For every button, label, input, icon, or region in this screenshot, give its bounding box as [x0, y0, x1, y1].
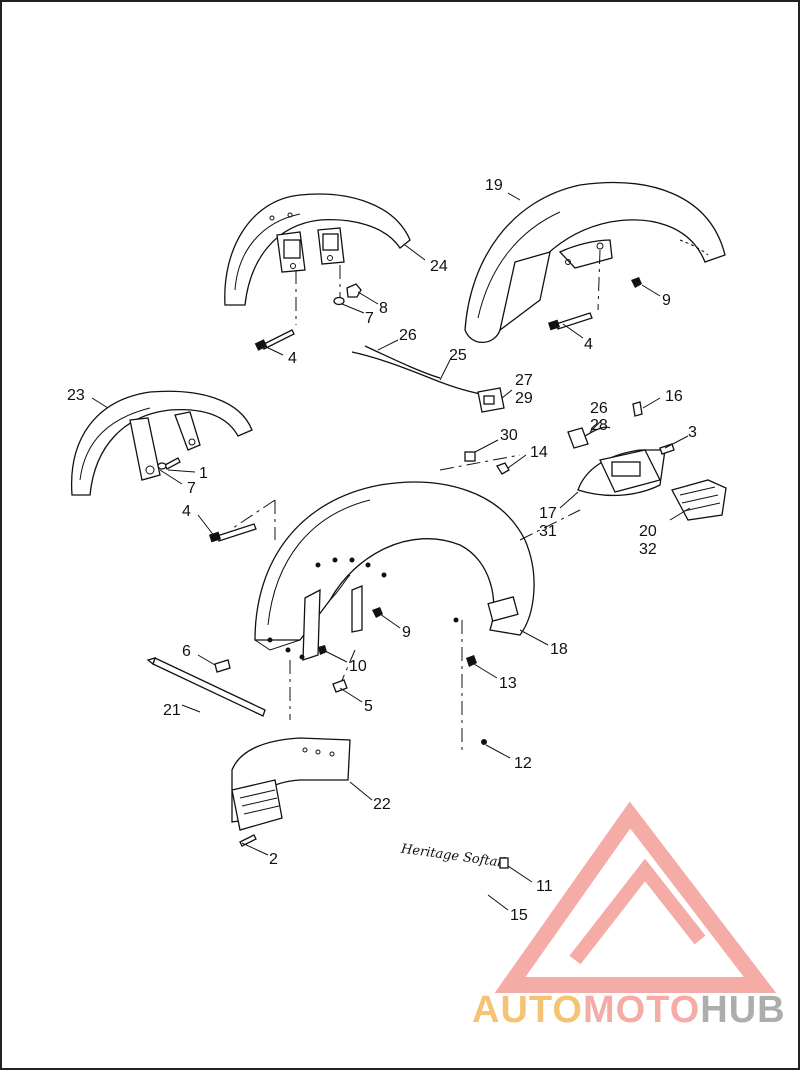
bolt-1 — [164, 457, 181, 470]
label-9a: 9 — [662, 292, 671, 309]
watermark-auto: AUTO — [472, 989, 583, 1031]
nut-12 — [481, 739, 487, 745]
nut-9a — [631, 277, 642, 288]
label-7b: 7 — [187, 480, 196, 497]
spacer-30 — [464, 451, 476, 462]
label-18: 18 — [550, 641, 568, 658]
label-21: 21 — [163, 702, 181, 719]
screw-3 — [659, 443, 675, 455]
rear-fender-18 — [254, 481, 535, 661]
label-9b: 9 — [402, 624, 411, 641]
taillamp-base-17 — [577, 449, 666, 497]
taillamp-lens-20 — [671, 479, 727, 521]
plate-bracket-22 — [231, 737, 351, 831]
label-27: 27 — [515, 372, 533, 389]
clip-11 — [499, 857, 509, 869]
screw-2 — [239, 834, 257, 847]
bolt-4b — [548, 312, 593, 331]
label-25: 25 — [449, 347, 467, 364]
label-4b: 4 — [584, 336, 593, 353]
label-22: 22 — [373, 796, 391, 813]
svg-text:AUTOMOTOHUB: AUTOMOTOHUB — [472, 989, 786, 1031]
label-1: 1 — [199, 465, 208, 482]
wiring-harness-25 — [351, 345, 505, 413]
emblem-script: Heritage Softail — [399, 841, 506, 871]
label-29: 29 — [515, 390, 533, 407]
front-fender-24 — [224, 193, 411, 306]
label-19: 19 — [485, 177, 503, 194]
watermark-moto: MOTO — [583, 989, 700, 1031]
watermark-hub: HUB — [700, 989, 785, 1031]
label-13: 13 — [499, 675, 517, 692]
plug-28 — [567, 426, 611, 449]
bolt-4a — [254, 329, 295, 351]
front-fender-19 — [464, 181, 726, 344]
label-24: 24 — [430, 258, 448, 275]
front-fender-23 — [70, 390, 253, 496]
label-10: 10 — [349, 658, 367, 675]
label-4c: 4 — [182, 503, 191, 520]
label-8: 8 — [379, 300, 388, 317]
label-2: 2 — [269, 851, 278, 868]
label-17: 17 — [539, 505, 557, 522]
washer-7a — [333, 296, 345, 306]
label-32: 32 — [639, 541, 657, 558]
label-26b: 26 — [590, 400, 608, 417]
label-3: 3 — [688, 424, 697, 441]
label-15: 15 — [510, 907, 528, 924]
bolt-4c — [209, 523, 257, 543]
label-31: 31 — [539, 523, 557, 540]
label-23: 23 — [67, 387, 85, 404]
label-26a: 26 — [399, 327, 417, 344]
label-11: 11 — [536, 878, 553, 895]
label-4a: 4 — [288, 350, 297, 367]
label-6: 6 — [182, 643, 191, 660]
screw-5 — [332, 679, 348, 693]
label-14: 14 — [530, 444, 548, 461]
screw-6 — [214, 659, 231, 673]
nut-8 — [346, 283, 362, 298]
label-7a: 7 — [365, 310, 374, 327]
callout-labels: 1 2 3 4 4 4 5 6 7 7 8 9 9 10 11 12 13 14… — [67, 177, 697, 924]
leader-lines — [91, 192, 691, 911]
label-30: 30 — [500, 427, 518, 444]
label-28: 28 — [590, 417, 608, 434]
label-20: 20 — [639, 523, 657, 540]
nut-10 — [318, 645, 327, 655]
bulb-16 — [632, 401, 643, 417]
washer-7b — [157, 462, 167, 470]
nut-9b — [372, 607, 383, 618]
label-12: 12 — [514, 755, 532, 772]
nut-14 — [496, 462, 510, 475]
label-16: 16 — [665, 388, 683, 405]
automotohub-watermark: AUTOMOTOHUB — [472, 801, 786, 1031]
trim-strip-21 — [146, 657, 266, 717]
label-5: 5 — [364, 698, 373, 715]
